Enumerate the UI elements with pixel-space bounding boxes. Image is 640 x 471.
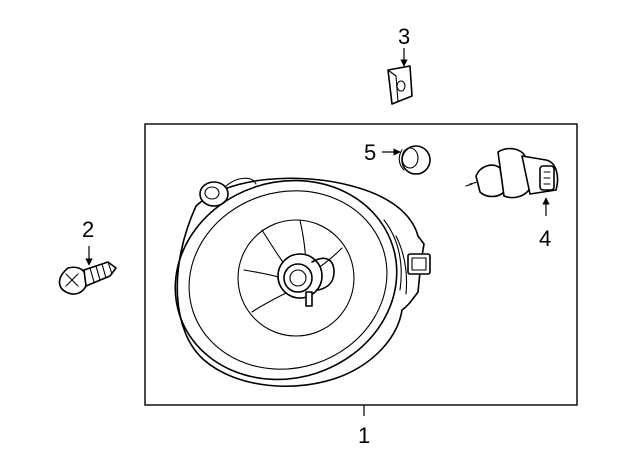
callout-5-label: 5 [364, 140, 376, 165]
callout-3-label: 3 [398, 24, 410, 49]
clip-nut [387, 65, 413, 105]
grommet [398, 145, 431, 175]
callout-4-label: 4 [539, 226, 551, 251]
callout-1-label: 1 [358, 423, 370, 448]
assembly-frame [144, 123, 578, 406]
callout-2-label: 2 [82, 217, 94, 242]
fog-lamp-assembly [174, 177, 431, 388]
bulb [465, 147, 559, 199]
screw [58, 261, 117, 295]
